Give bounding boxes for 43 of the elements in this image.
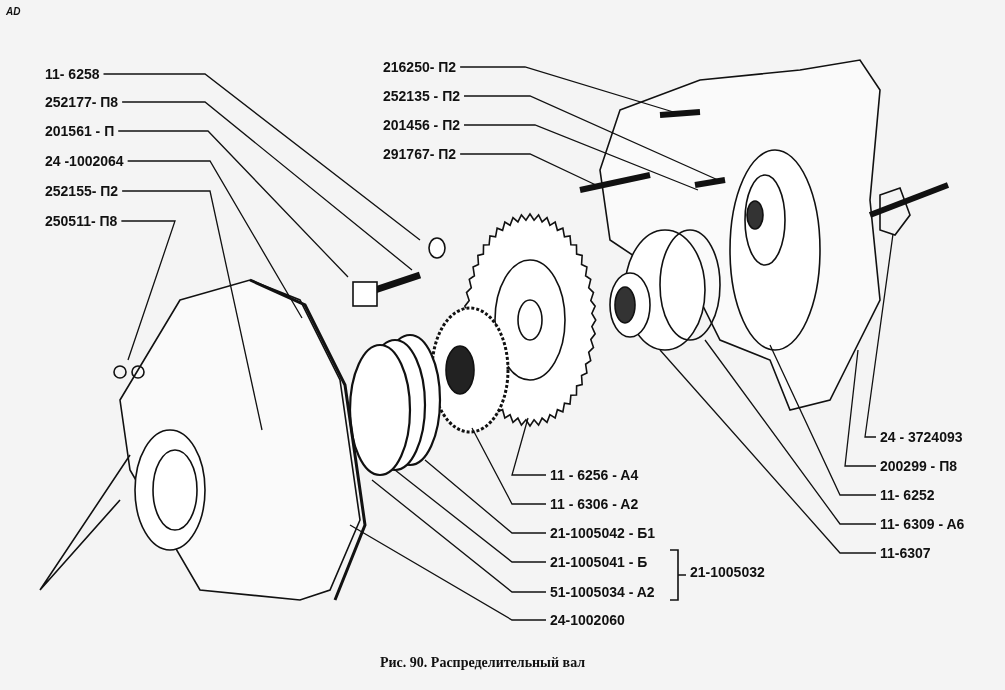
leader-line xyxy=(471,427,547,505)
handwritten-mark: AD xyxy=(6,5,21,19)
part-number: 201561 - П xyxy=(45,123,115,139)
leader-line xyxy=(117,130,349,278)
leader-line xyxy=(769,344,877,496)
leader-line xyxy=(659,349,877,554)
part-number: 11-6307 xyxy=(880,545,931,561)
leader-line xyxy=(394,469,547,563)
part-number: 24 - 3724093 xyxy=(880,429,963,445)
part-number: 11- 6258 xyxy=(45,66,100,82)
leader-line xyxy=(844,349,877,467)
leader-line xyxy=(511,417,547,476)
leader-line xyxy=(102,73,421,241)
leader-line xyxy=(704,339,877,525)
part-number: 11- 6309 - A6 xyxy=(880,516,965,532)
leader-line xyxy=(371,479,547,593)
part-number: 252177- П8 xyxy=(45,94,119,110)
part-number: 11 - 6306 - A2 xyxy=(550,496,639,512)
part-number: 201456 - П2 xyxy=(383,117,460,133)
leader-line xyxy=(463,95,719,181)
leader-line xyxy=(121,101,413,271)
part-number: 200299 - П8 xyxy=(880,458,957,474)
part-number: 250511- П8 xyxy=(45,213,118,229)
part-number: 51-1005034 - A2 xyxy=(550,584,655,600)
part-number: 21-1005032 xyxy=(690,564,765,580)
part-number: 21-1005042 - Б1 xyxy=(550,525,656,541)
part-number: 252135 - П2 xyxy=(383,88,460,104)
part-number: 24 -1002064 xyxy=(45,153,124,169)
part-number: 24-1002060 xyxy=(550,612,625,628)
figure-caption: Рис. 90. Распределительный вал xyxy=(380,655,586,671)
part-number: 216250- П2 xyxy=(383,59,457,75)
leader-line xyxy=(424,459,547,534)
leader-line xyxy=(121,190,263,431)
leader-line xyxy=(127,160,303,319)
leader-line xyxy=(864,233,894,438)
leader-line xyxy=(120,220,176,361)
leader-line xyxy=(463,124,699,191)
part-number: 21-1005041 - Б xyxy=(550,554,648,570)
part-number: 252155- П2 xyxy=(45,183,119,199)
part-number: 291767- П2 xyxy=(383,146,457,162)
part-number: 11- 6252 xyxy=(880,487,935,503)
leader-line xyxy=(349,524,547,621)
part-number: 11 - 6256 - A4 xyxy=(550,467,639,483)
